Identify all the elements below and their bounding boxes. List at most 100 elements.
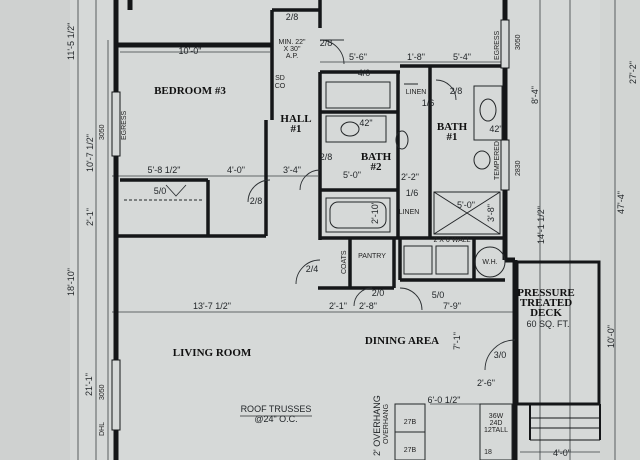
room-label-bedroom-3: BEDROOM #3 <box>154 85 226 97</box>
paper-shadow-left <box>0 0 70 460</box>
label-pantry: PANTRY <box>358 253 386 260</box>
room-label-bath-1: BATH <box>437 121 468 133</box>
label-tempered: TEMPERED <box>494 141 501 180</box>
dim-2-6: 2'-6" <box>477 378 495 388</box>
dim-42-b: 42" <box>489 124 502 134</box>
deck-area: 60 SQ. FT. <box>526 319 569 329</box>
label-linen-upper: LINEN <box>406 89 427 96</box>
room-label-dining: DINING AREA <box>365 335 439 347</box>
door-label-2-0: 2/0 <box>372 288 385 298</box>
door-label-2-4: 2/4 <box>306 264 319 274</box>
dim-7-9: 7'-9" <box>443 301 461 311</box>
door-label-2-8-bath2: 2/8 <box>320 152 333 162</box>
dim-5-0: 5'-0" <box>343 170 361 180</box>
dim-2-2: 2'-2" <box>401 172 419 182</box>
door-label-3-0: 3/0 <box>494 350 507 360</box>
label-trusses-spacing: @24" O.C. <box>254 414 297 424</box>
dim-5-6: 5'-6" <box>349 52 367 62</box>
dim-2-overhang: 2' OVERHANG <box>372 395 382 456</box>
deck-label-line-1: PRESSURE <box>517 287 574 299</box>
dim-10-7: 10'-7 1/2" <box>85 134 95 172</box>
dim-5-8: 5'-8 1/2" <box>148 165 181 175</box>
dim-2-8: 2'-8" <box>359 301 377 311</box>
dim-11-5: 11'-5 1/2" <box>66 23 76 60</box>
label-attic-2: X 30" <box>284 46 301 53</box>
paper-shadow-right <box>600 0 640 460</box>
label-egress-right: EGRESS <box>494 30 501 60</box>
dim-5-0-bath: 5'-0" <box>457 200 475 210</box>
label-window-2830: 2830 <box>515 160 522 176</box>
door-label-1-6: 1/6 <box>422 98 435 108</box>
dim-27-2: 27'-2" <box>628 61 638 84</box>
door-label-2-8-hall: 2/8 <box>320 38 333 48</box>
dim-6-0: 6'-0 1/2" <box>428 395 461 405</box>
dim-42-a: 42" <box>359 118 372 128</box>
dim-47-4: 47'-4" <box>616 191 626 214</box>
label-sink-18: 18 <box>484 449 492 456</box>
door-label-5-0-pantry: 5/0 <box>432 290 445 300</box>
deck-label-line-2: TREATED <box>520 297 572 309</box>
label-attic-3: A.P. <box>286 53 298 60</box>
windows <box>111 19 510 431</box>
deck <box>515 260 601 441</box>
label-window-3050-right: 3050 <box>515 34 522 50</box>
label-window-3050-bedroom: 3050 <box>99 124 106 140</box>
bathtub-2 <box>325 197 391 233</box>
exterior-walls <box>113 0 518 460</box>
room-label-living: LIVING ROOM <box>173 347 252 359</box>
dim-10-0-top: 10'-0" <box>179 46 202 56</box>
room-label-bath-2: BATH <box>361 151 392 163</box>
label-cab-27b-2: 27B <box>404 447 417 454</box>
window-egress-right <box>500 19 510 69</box>
label-attic-1: MIN. 22" <box>279 39 307 46</box>
dim-14-1: 14'-1 1/2" <box>536 206 546 244</box>
dim-5-4: 5'-4" <box>453 52 471 62</box>
dim-7-1: 7'-1" <box>452 332 462 350</box>
dim-2-10: 2'-10" <box>370 201 380 224</box>
window-bath1 <box>500 139 510 191</box>
door-label-4-0: 4/0 <box>358 68 371 78</box>
door-label-1-6-linen: 1/6 <box>406 188 419 198</box>
door-label-2-8-bedroom: 2/8 <box>250 196 263 206</box>
room-label-hall-number: #1 <box>291 123 302 135</box>
label-roof-trusses: ROOF TRUSSES <box>241 404 312 414</box>
door-label-2-8-bath1: 2/8 <box>450 86 463 96</box>
label-coats: COATS <box>341 250 348 274</box>
dim-18-10: 18'-10" <box>66 268 76 296</box>
label-cab-36w: 36W <box>489 413 504 420</box>
deck-label-line-3: DECK <box>530 307 562 319</box>
label-cab-27b-1: 27B <box>404 419 417 426</box>
label-overhang: OVERHANG <box>383 404 390 444</box>
label-linen-lower: LINEN <box>399 209 420 216</box>
dim-10-0-right: 10'-0" <box>606 325 616 348</box>
room-label-hall: HALL <box>280 113 311 125</box>
dim-1-8: 1'-8" <box>407 52 425 62</box>
room-label-bath-2-number: #2 <box>371 161 383 173</box>
dim-4-0: 4'-0" <box>227 165 245 175</box>
sink-bath-2 <box>340 121 360 137</box>
dim-2-1-mid: 2'-1" <box>329 301 347 311</box>
label-egress-left: EGRESS <box>121 110 128 140</box>
dim-8-4: 8'-4" <box>530 86 540 104</box>
dim-21-1: 21'-1" <box>84 373 94 396</box>
interior-walls <box>116 0 506 290</box>
label-window-3050-living: 3050 <box>99 384 106 400</box>
label-sd: SD <box>275 75 285 82</box>
door-swings <box>165 39 516 371</box>
label-water-heater: W.H. <box>482 259 497 266</box>
dim-2-1-left: 2'-1" <box>85 208 95 226</box>
label-cab-24d: 24D <box>490 420 503 427</box>
door-label-5-0-closet: 5/0 <box>154 186 167 196</box>
water-heater-symbol <box>474 246 506 278</box>
label-co: CO <box>275 83 286 90</box>
dim-3-8: 3'-8" <box>486 204 496 222</box>
label-2x6-wall: 2 X 6 WALL <box>433 237 470 244</box>
room-label-bath-1-number: #1 <box>447 131 458 143</box>
label-dhl: DHL <box>99 422 106 436</box>
window-living <box>111 359 121 431</box>
dim-4-0-bottom: 4'-0" <box>553 448 571 458</box>
dim-13-7: 13'-7 1/2" <box>193 301 231 311</box>
window-bedroom <box>111 91 121 157</box>
sink-bath-1 <box>479 98 497 122</box>
